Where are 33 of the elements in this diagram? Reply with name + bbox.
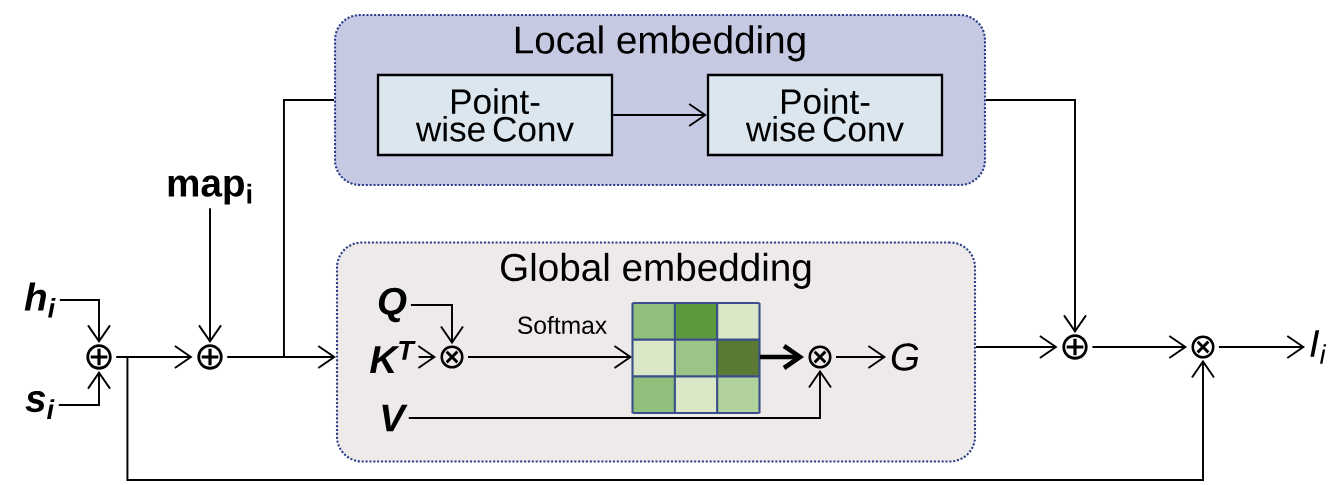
variable-label: K$^{T}$ — [370, 341, 416, 373]
variable-label: map$_{i}$ — [168, 175, 252, 205]
arrow — [409, 304, 464, 345]
operator-symbol: ⊗ — [440, 345, 464, 369]
arrow — [835, 345, 887, 369]
arrow — [57, 370, 111, 406]
variable-label: I$_{i}$ — [1310, 330, 1327, 364]
attention-matrix-drawing — [631, 301, 761, 415]
arrow — [1091, 335, 1188, 359]
operator-symbol: ⊕ — [1062, 334, 1088, 360]
arrow — [612, 103, 707, 127]
process-box: Point-wise Conv — [376, 73, 614, 157]
operator-symbol: ⊗ — [808, 345, 832, 369]
arrow — [115, 356, 1215, 481]
arrow — [58, 299, 111, 344]
operator-symbol: ⊕ — [197, 344, 223, 370]
arrow — [1218, 335, 1305, 359]
variable-label: G — [891, 343, 919, 371]
arrow — [467, 345, 633, 369]
arrow — [198, 207, 222, 344]
variable-label: h$_{i}$ — [24, 282, 56, 318]
variable-label: s$_{i}$ — [25, 391, 55, 419]
arrow — [985, 99, 1087, 334]
arrow — [759, 344, 805, 370]
connector-line — [226, 99, 335, 358]
process-box: Point-wise Conv — [706, 73, 944, 157]
arrow — [407, 369, 832, 419]
edge-label: Softmax — [515, 314, 609, 336]
operator-symbol: ⊗ — [1191, 335, 1215, 359]
variable-label: Q — [378, 287, 407, 323]
variable-label: V — [382, 404, 408, 432]
arrow — [975, 335, 1058, 359]
operator-symbol: ⊕ — [86, 344, 112, 370]
